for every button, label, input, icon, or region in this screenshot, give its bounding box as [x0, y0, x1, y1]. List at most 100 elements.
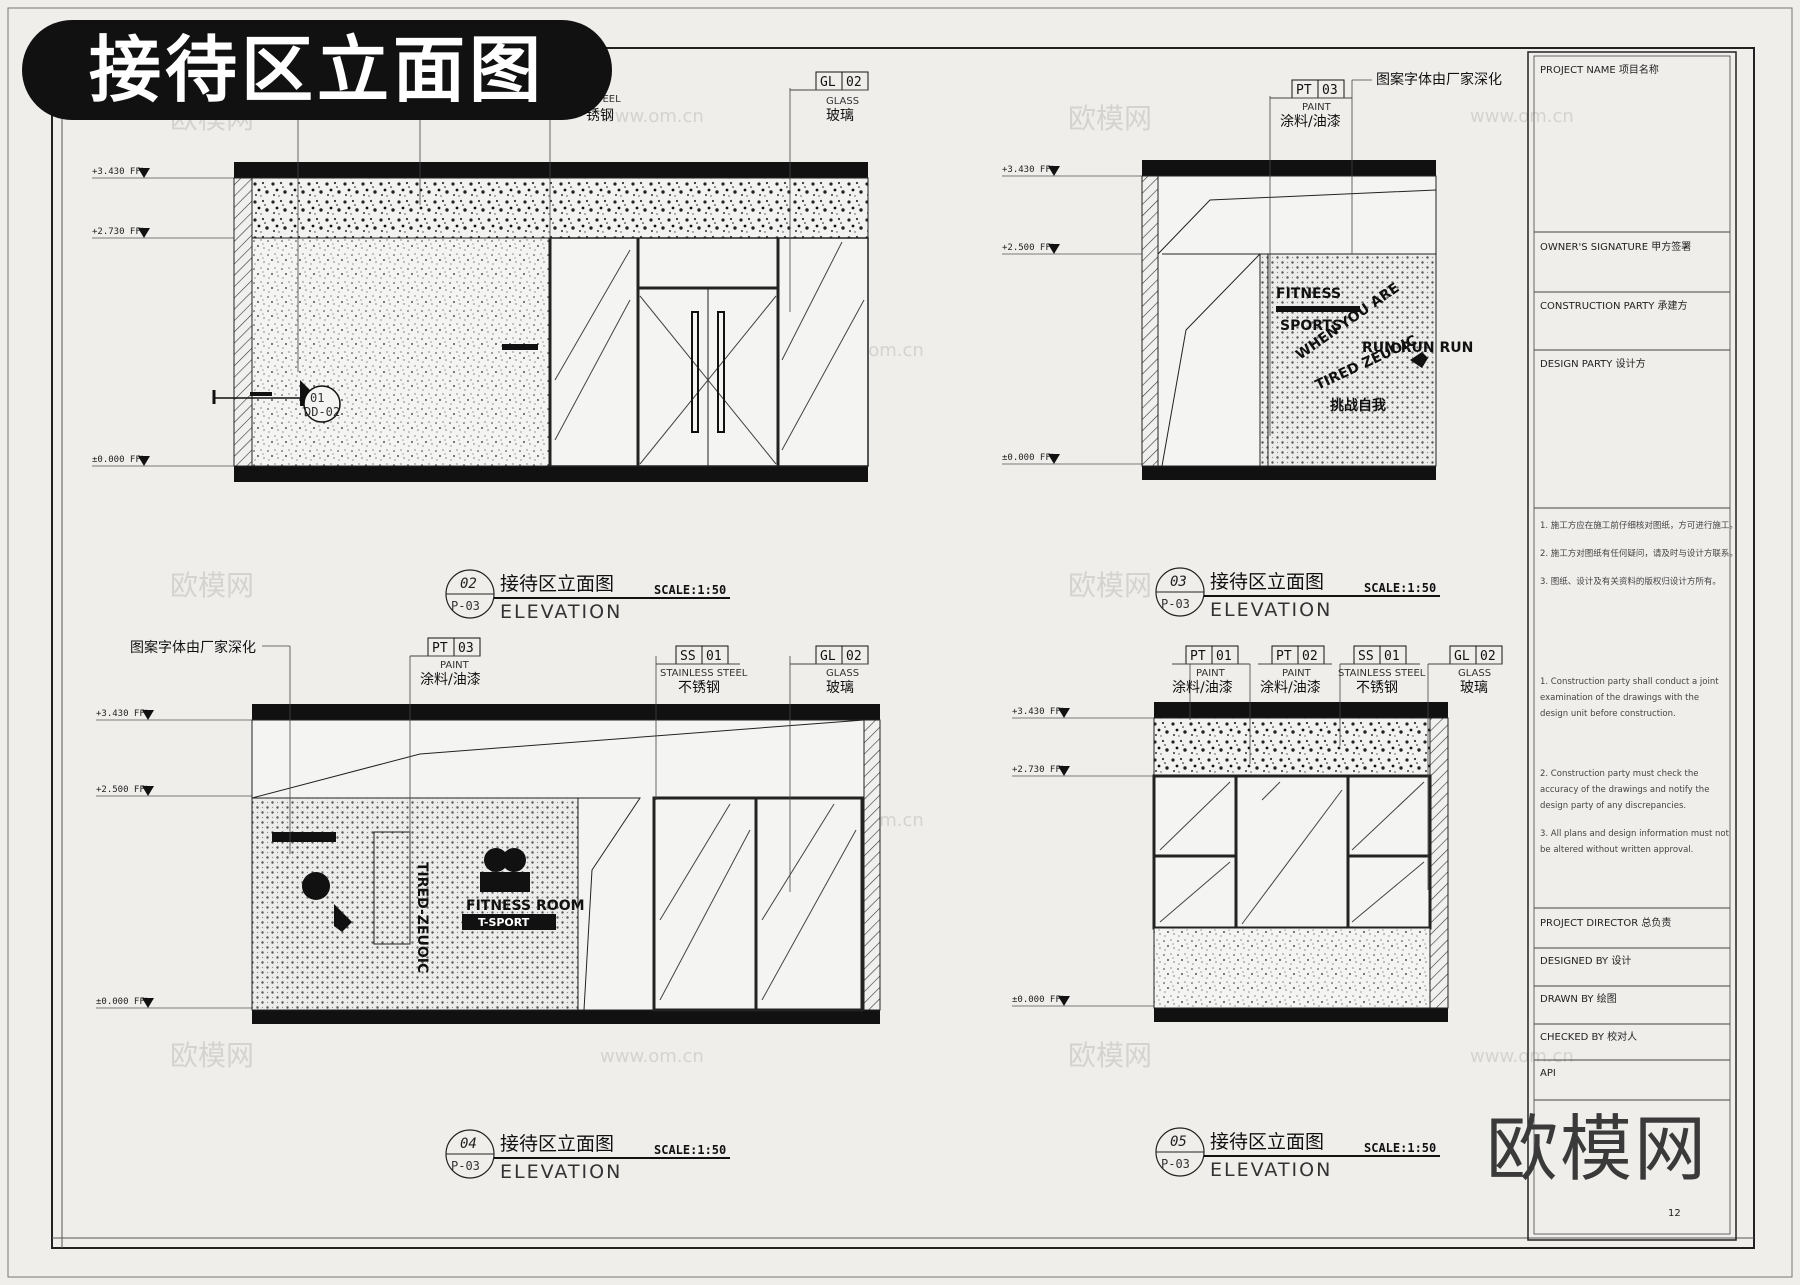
material-tag-pt03: PT 03 PAINT 涂料/油漆 [410, 637, 481, 688]
svg-text:PT: PT [1276, 649, 1292, 664]
elevation-05: +3.430 FFL +2.730 FFL ±0.000 FFL [1012, 645, 1503, 1181]
svg-text:STAINLESS STEEL: STAINLESS STEEL [1338, 668, 1426, 679]
svg-text:±0.000 FFL: ±0.000 FFL [96, 997, 150, 1007]
outer-border [7, 7, 1793, 1278]
note-font-detailing: 图案字体由厂家深化 [130, 639, 256, 656]
watermark-logo: 欧模网 [170, 569, 254, 602]
sheet-number: 12 [1668, 1208, 1681, 1219]
svg-text:涂料/油漆: 涂料/油漆 [420, 672, 481, 688]
svg-text:GL: GL [1454, 649, 1470, 664]
tb-note-line: 3. 图纸、设计及有关资料的版权归设计方所有。 [1540, 576, 1721, 587]
tb-note-line: be altered without written approval. [1540, 845, 1693, 855]
level-mark: +3.430 FFL [1012, 707, 1154, 719]
svg-text:02: 02 [1480, 649, 1496, 664]
svg-text:STAINLESS STEEL: STAINLESS STEEL [660, 668, 748, 679]
svg-text:P-03: P-03 [451, 1159, 480, 1173]
svg-text:±0.000 FFL: ±0.000 FFL [1002, 453, 1056, 463]
svg-text:涂料/油漆: 涂料/油漆 [1260, 680, 1321, 696]
level-mark: +3.430 FFL [96, 709, 252, 721]
svg-text:P-03: P-03 [1161, 1157, 1190, 1171]
material-tag-pt02: PT 02 PAINT 涂料/油漆 [1258, 645, 1332, 696]
svg-text:PT: PT [432, 641, 448, 656]
tb-note-line: accuracy of the drawings and notify the [1540, 785, 1709, 795]
svg-text:SCALE:1:50: SCALE:1:50 [1364, 1141, 1436, 1155]
level-mark: +3.430 FFL [1002, 165, 1142, 177]
svg-text:DD-02: DD-02 [304, 405, 340, 419]
svg-text:玻璃: 玻璃 [826, 679, 854, 696]
svg-text:FITNESS ROOM: FITNESS ROOM [466, 898, 585, 914]
svg-text:+2.730 FFL: +2.730 FFL [92, 227, 146, 237]
material-tag-pt03: PT 03 PAINT 涂料/油漆 [1270, 79, 1352, 130]
svg-text:+2.500 FFL: +2.500 FFL [96, 785, 150, 795]
svg-text:GL: GL [820, 649, 836, 664]
watermark-logo: 欧模网 [1068, 1039, 1152, 1072]
tb-designed-by: DESIGNED BY 设计 [1540, 954, 1631, 967]
page-title: 接待区立面图 [22, 20, 612, 120]
watermark-url: www.om.cn [600, 1046, 704, 1067]
svg-text:GLASS: GLASS [826, 668, 859, 679]
svg-text:涂料/油漆: 涂料/油漆 [1280, 114, 1341, 130]
svg-text:RUN RUN RUN: RUN RUN RUN [1362, 340, 1473, 356]
level-mark: ±0.000 FFL [1012, 995, 1154, 1007]
tb-checked-by: CHECKED BY 校对人 [1540, 1030, 1637, 1043]
svg-text:SCALE:1:50: SCALE:1:50 [654, 1143, 726, 1157]
svg-text:+3.430 FFL: +3.430 FFL [92, 167, 146, 177]
drawing-title-02: 02 P-03 接待区立面图 SCALE:1:50 ELEVATION [445, 569, 730, 623]
level-mark: +2.500 FFL [1002, 243, 1142, 255]
level-mark: +3.430 FFL [92, 167, 234, 179]
level-mark: +2.730 FFL [1012, 765, 1154, 777]
svg-text:GLASS: GLASS [826, 96, 859, 107]
svg-text:PAINT: PAINT [1196, 668, 1226, 679]
tb-design-party: DESIGN PARTY 设计方 [1540, 357, 1646, 370]
material-tag-ss01: SS 01 STAINLESS STEEL 不锈钢 [1338, 645, 1426, 696]
tb-api: API [1540, 1068, 1556, 1079]
wall-graphic-04: TIRED-ZEUOIC FITNESS ROOM T-SPORT [272, 831, 585, 973]
svg-text:ELEVATION: ELEVATION [500, 1161, 622, 1183]
svg-text:SS: SS [1358, 649, 1374, 664]
svg-text:+3.430 FFL: +3.430 FFL [96, 709, 150, 719]
svg-text:+3.430 FFL: +3.430 FFL [1012, 707, 1066, 717]
material-tag-pt01: PT 01 PAINT 涂料/油漆 [1172, 645, 1250, 696]
tb-drawn-by: DRAWN BY 绘图 [1540, 992, 1617, 1005]
brand-watermark: 欧模网 [1485, 1107, 1708, 1191]
svg-text:ELEVATION: ELEVATION [1210, 1159, 1332, 1181]
tb-note-line: examination of the drawings with the [1540, 693, 1699, 703]
svg-text:SCALE:1:50: SCALE:1:50 [1364, 581, 1436, 595]
tb-project-director: PROJECT DIRECTOR 总负责 [1540, 916, 1671, 929]
svg-text:SCALE:1:50: SCALE:1:50 [654, 583, 726, 597]
drawing-border [51, 47, 1755, 1249]
svg-text:TIRED-ZEUOIC: TIRED-ZEUOIC [414, 862, 430, 973]
svg-text:+3.430 FFL: +3.430 FFL [1002, 165, 1056, 175]
tb-project-name: PROJECT NAME 项目名称 [1540, 63, 1659, 76]
note-font-detailing: 图案字体由厂家深化 [1376, 71, 1502, 88]
svg-text:±0.000 FFL: ±0.000 FFL [1012, 995, 1066, 1005]
level-mark: +2.500 FFL [96, 785, 252, 797]
svg-text:接待区立面图: 接待区立面图 [500, 1133, 614, 1155]
level-mark: ±0.000 FFL [92, 455, 234, 467]
drawing-title-03: 03 P-03 接待区立面图 SCALE:1:50 ELEVATION [1155, 567, 1440, 621]
section-marker: 01 DD-02 [212, 380, 341, 423]
level-mark: +2.730 FFL [92, 227, 234, 239]
svg-text:+2.730 FFL: +2.730 FFL [1012, 765, 1066, 775]
svg-text:GLASS: GLASS [1458, 668, 1491, 679]
svg-text:01: 01 [706, 649, 722, 664]
material-label-partial: STEEL [590, 94, 621, 105]
elevation-04: +3.430 FFL +2.500 FFL ±0.000 FFL [96, 637, 881, 1183]
svg-text:P-03: P-03 [451, 599, 480, 613]
drawing-title-04: 04 P-03 接待区立面图 SCALE:1:50 ELEVATION [445, 1129, 730, 1183]
svg-text:SPORTS: SPORTS [1280, 318, 1342, 334]
tb-note-line: 3. All plans and design information must… [1540, 829, 1730, 839]
elevation-02: +3.430 FFL +2.730 FFL ±0.000 FFL [92, 70, 869, 623]
svg-text:ELEVATION: ELEVATION [1210, 599, 1332, 621]
level-mark: ±0.000 FFL [1002, 453, 1142, 465]
svg-text:03: 03 [458, 641, 474, 656]
svg-text:01: 01 [1384, 649, 1400, 664]
tb-note-line: 1. Construction party shall conduct a jo… [1540, 677, 1719, 687]
svg-text:接待区立面图: 接待区立面图 [1210, 1131, 1324, 1153]
tb-notes: 1. 施工方应在施工前仔细核对图纸，方可进行施工。 2. 施工方对图纸有任何疑问… [1540, 520, 1738, 855]
svg-text:SS: SS [680, 649, 696, 664]
svg-text:不锈钢: 不锈钢 [678, 680, 720, 696]
material-tag-ss01: SS 01 STAINLESS STEEL 不锈钢 [656, 645, 748, 696]
svg-text:GL: GL [820, 75, 836, 90]
